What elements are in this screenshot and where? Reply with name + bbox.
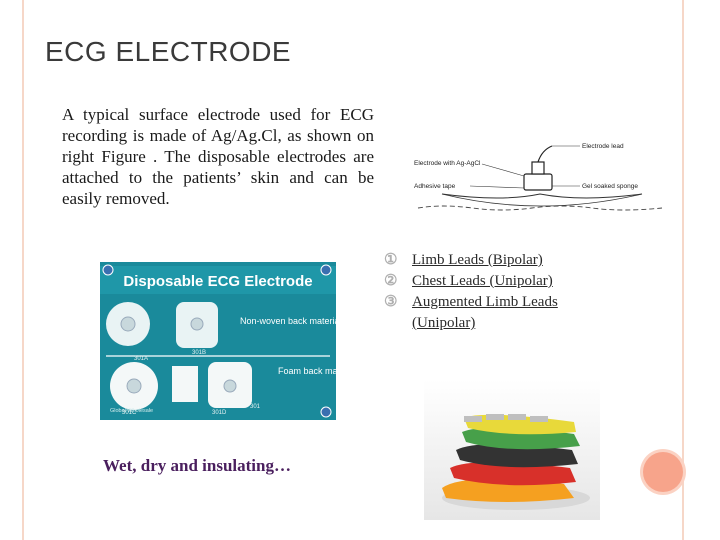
adhesive-outline [441,193,643,199]
lead-number-2: ② [384,273,398,289]
clip-red [450,462,576,486]
electrode-diagram: Electrode with Ag-AgCl Electrode lead Ad… [414,143,663,211]
code-301a: 301A [134,356,148,362]
decorative-orange-circle [643,452,683,492]
leads-list-item: ③ Augmented Limb Leads (Unipolar) [384,292,624,334]
label-adhesive: Adhesive tape [414,183,456,190]
electrode-product-photo: Disposable ECG Electrode 301A 301B 301C … [100,262,336,420]
lead-link-augmented[interactable]: Augmented Limb Leads (Unipolar) [412,294,558,331]
leads-list-item: ② Chest Leads (Unipolar) [384,271,624,292]
slide-frame-top [22,0,720,16]
skin-line [417,205,663,211]
clip-black [456,444,578,468]
lead-wire [537,145,553,163]
photo-caption: Wet, dry and insulating… [103,456,291,475]
electrode-body [523,173,553,191]
label-gel: Gel soaked sponge [582,183,638,190]
code-301c: 301C [122,410,137,416]
code-301d: 301D [212,410,227,416]
leads-list: ① Limb Leads (Bipolar) ② Chest Leads (Un… [384,250,624,334]
slide-left-border [22,0,24,540]
code-301: 301 [250,404,261,410]
slide-body-text: A typical surface electrode used for ECG… [62,105,374,208]
brand-mark: Global Wholesale [110,408,153,414]
leads-list-item: ① Limb Leads (Bipolar) [384,250,624,271]
slide-title: ECG ELECTRODE [45,36,292,67]
label-nonwoven: Non-woven back material [240,316,336,326]
label-foam: Foam back material [278,366,336,376]
label-lead: Electrode lead [582,143,624,150]
lead-link-chest[interactable]: Chest Leads (Unipolar) [412,273,553,289]
clip-electrodes-photo [424,380,600,520]
lead-number-1: ① [384,252,398,268]
code-301b: 301B [192,350,206,356]
lead-link-limb[interactable]: Limb Leads (Bipolar) [412,252,543,268]
lead-number-3: ③ [384,294,398,310]
slide-right-border [682,0,684,540]
label-electrode: Electrode with Ag-AgCl [414,160,481,167]
photo-banner: Disposable ECG Electrode [123,273,312,290]
